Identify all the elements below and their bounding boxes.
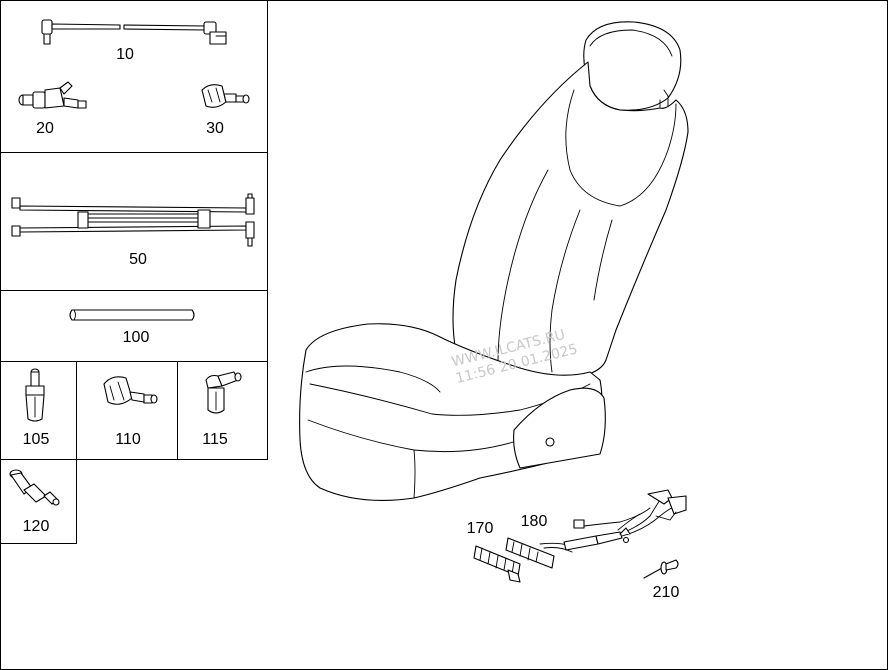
part-label-50: 50 [129,251,147,268]
part-label-20: 20 [36,120,54,137]
part-170-connector-block-drawing[interactable] [470,540,530,584]
panel-harness-50 [0,152,268,291]
part-label-110: 110 [115,431,141,448]
panel-part-120 [0,459,77,544]
part-label-210: 210 [652,584,680,601]
part-115-angled-plug-drawing[interactable] [200,370,246,424]
part-30-clip-connector-drawing[interactable] [196,80,256,116]
seat-drawing [296,18,696,518]
part-100-tube-drawing[interactable] [66,307,200,323]
part-105-pin-drawing[interactable] [20,367,50,427]
part-label-10: 10 [116,46,134,63]
part-50-harness-drawing[interactable] [10,192,260,250]
part-label-30: 30 [206,120,224,137]
panel-part-115 [177,361,268,460]
part-10-cable-drawing[interactable] [36,14,236,50]
part-210-rivet-drawing[interactable] [640,556,684,582]
part-label-100: 100 [122,329,150,346]
part-110-clip-drawing[interactable] [100,374,162,414]
panel-cables-top [0,0,268,153]
part-label-105: 105 [22,431,50,448]
panel-tube-100 [0,290,268,362]
part-label-115: 115 [202,431,228,448]
part-180-wiring-harness-drawing[interactable] [500,486,696,582]
part-120-inline-connector-drawing[interactable] [6,466,66,514]
part-label-120: 120 [22,518,50,535]
panel-part-110 [76,361,178,460]
panel-part-105 [0,361,77,460]
part-label-180: 180 [520,513,548,530]
part-label-170: 170 [466,520,494,537]
part-20-angled-connector-drawing[interactable] [16,78,96,114]
